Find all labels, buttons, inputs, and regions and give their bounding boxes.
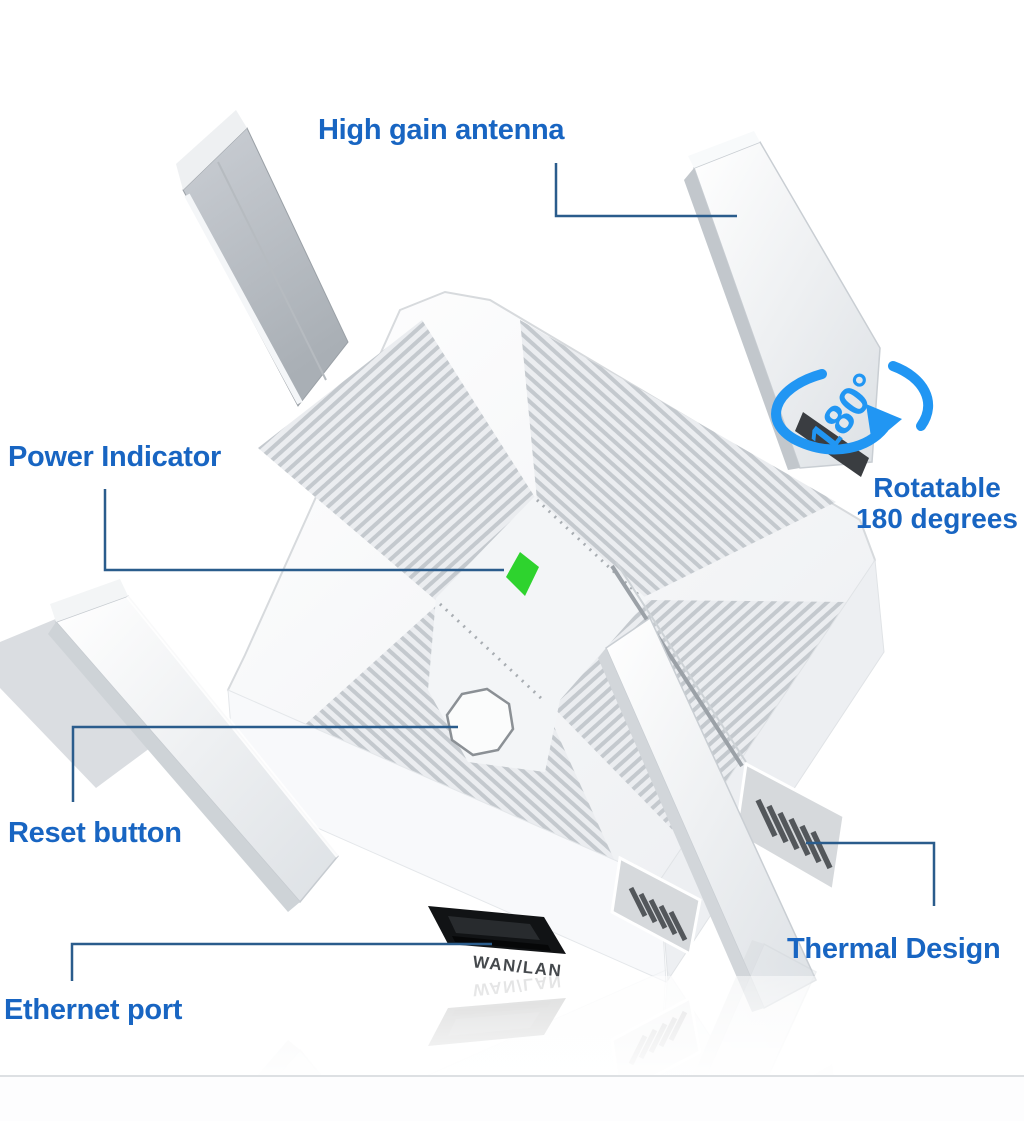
rotation-arrow-head bbox=[866, 404, 902, 444]
label-ethernet-port: Ethernet port bbox=[4, 994, 183, 1026]
callout-lines bbox=[70, 163, 936, 981]
antenna-hinge bbox=[795, 412, 869, 477]
callout-line-high-gain-antenna bbox=[554, 163, 737, 218]
callout-line-ethernet-port bbox=[70, 942, 492, 981]
rotation-arrow-arc bbox=[771, 369, 889, 455]
label-power-indicator: Power Indicator bbox=[8, 441, 222, 473]
rib-band-ne bbox=[520, 320, 836, 598]
rotation-arc-right bbox=[888, 361, 934, 431]
callout-line-reset-button bbox=[71, 725, 458, 802]
power-led bbox=[506, 552, 539, 596]
label-reset-button: Reset button bbox=[8, 817, 182, 849]
ethernet-port-inner bbox=[448, 916, 540, 940]
label-rotatable-line2: 180 degrees bbox=[856, 503, 1018, 534]
label-high-gain-antenna: High gain antenna bbox=[318, 114, 565, 146]
reset-button bbox=[445, 687, 515, 757]
label-rotatable: Rotatable 180 degrees bbox=[852, 472, 1022, 534]
antenna-far-left bbox=[0, 618, 150, 788]
callout-line-thermal-design bbox=[806, 841, 936, 906]
antenna-top-right bbox=[684, 131, 881, 477]
rib-band-nw bbox=[258, 320, 538, 604]
thermal-vents-upper bbox=[734, 761, 846, 893]
wifi-extender-device: WAN/LAN bbox=[0, 110, 885, 1012]
label-rotatable-line1: Rotatable bbox=[873, 472, 1001, 503]
callout-line-power-indicator bbox=[103, 489, 504, 572]
ethernet-port-shadow bbox=[452, 936, 551, 951]
reflection-fade bbox=[0, 976, 1024, 1080]
floor bbox=[0, 1077, 1024, 1121]
thermal-vents-lower bbox=[610, 855, 702, 957]
label-thermal-design: Thermal Design bbox=[787, 933, 1001, 965]
antenna-top-left bbox=[176, 110, 349, 407]
